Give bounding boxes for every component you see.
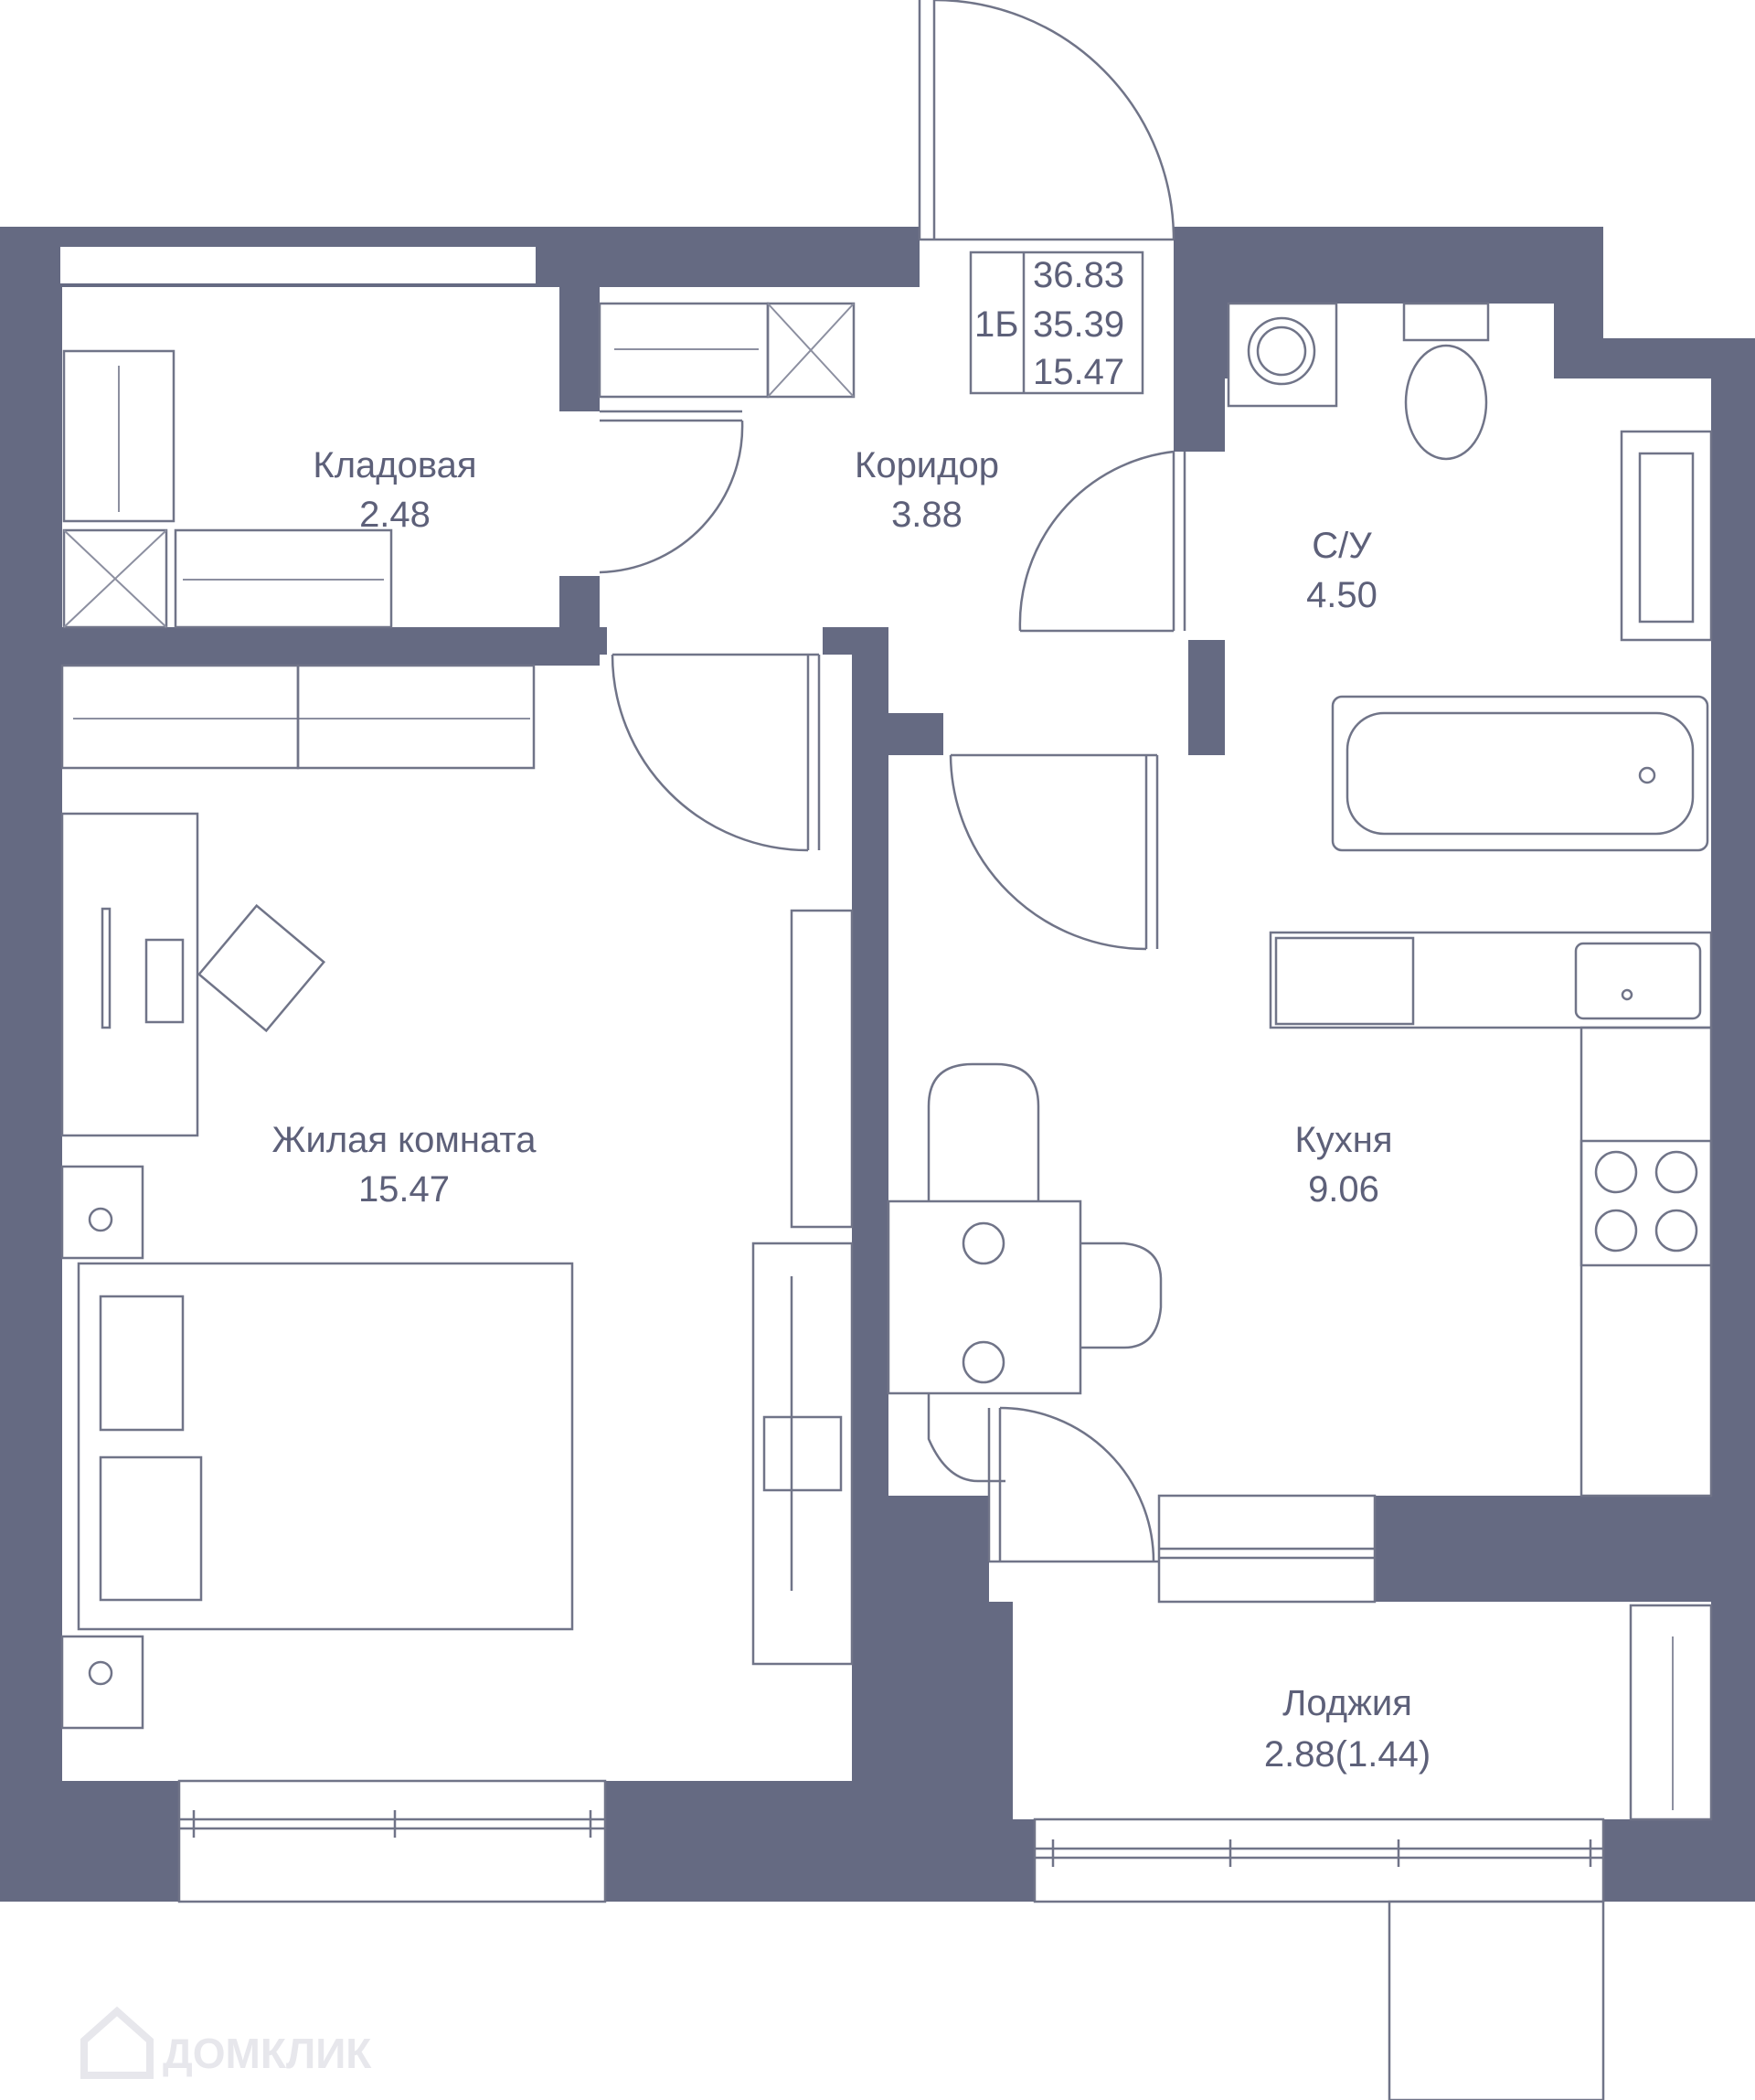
storage-area: 2.48: [359, 495, 431, 535]
living-room-area: 15.47: [358, 1169, 450, 1210]
kitchen-name: Кухня: [1294, 1120, 1392, 1160]
loggia-name: Лоджия: [1282, 1683, 1412, 1723]
room-labels: Кладовая 2.48 Коридор 3.88 С/У 4.50 Жила…: [272, 445, 1431, 1775]
watermark-text: ДОМКЛИК: [163, 2030, 372, 2077]
type-code: 1Б: [974, 304, 1019, 345]
corridor-name: Коридор: [855, 445, 999, 485]
storage-name: Кладовая: [313, 445, 476, 485]
total-area: 36.83: [1033, 255, 1124, 295]
loggia-area: 2.88(1.44): [1264, 1734, 1431, 1775]
corridor-area: 3.88: [891, 495, 963, 535]
bathroom-area: 4.50: [1306, 575, 1377, 615]
house-icon: [80, 2006, 154, 2079]
kitchen-area: 9.06: [1308, 1169, 1379, 1210]
furniture: [60, 302, 1713, 1821]
doors: [599, 0, 1186, 1563]
area-stamp: 1Б 36.83 35.39 15.47: [969, 251, 1144, 395]
living-room-name: Жилая комната: [272, 1120, 537, 1160]
watermark: ДОМКЛИК: [80, 2006, 372, 2079]
bathroom-name: С/У: [1312, 526, 1372, 566]
area-without-loggia: 35.39: [1033, 304, 1124, 345]
room-interiors: [60, 227, 1711, 1903]
living-area: 15.47: [1033, 352, 1124, 392]
window-details: [179, 1547, 1605, 2100]
